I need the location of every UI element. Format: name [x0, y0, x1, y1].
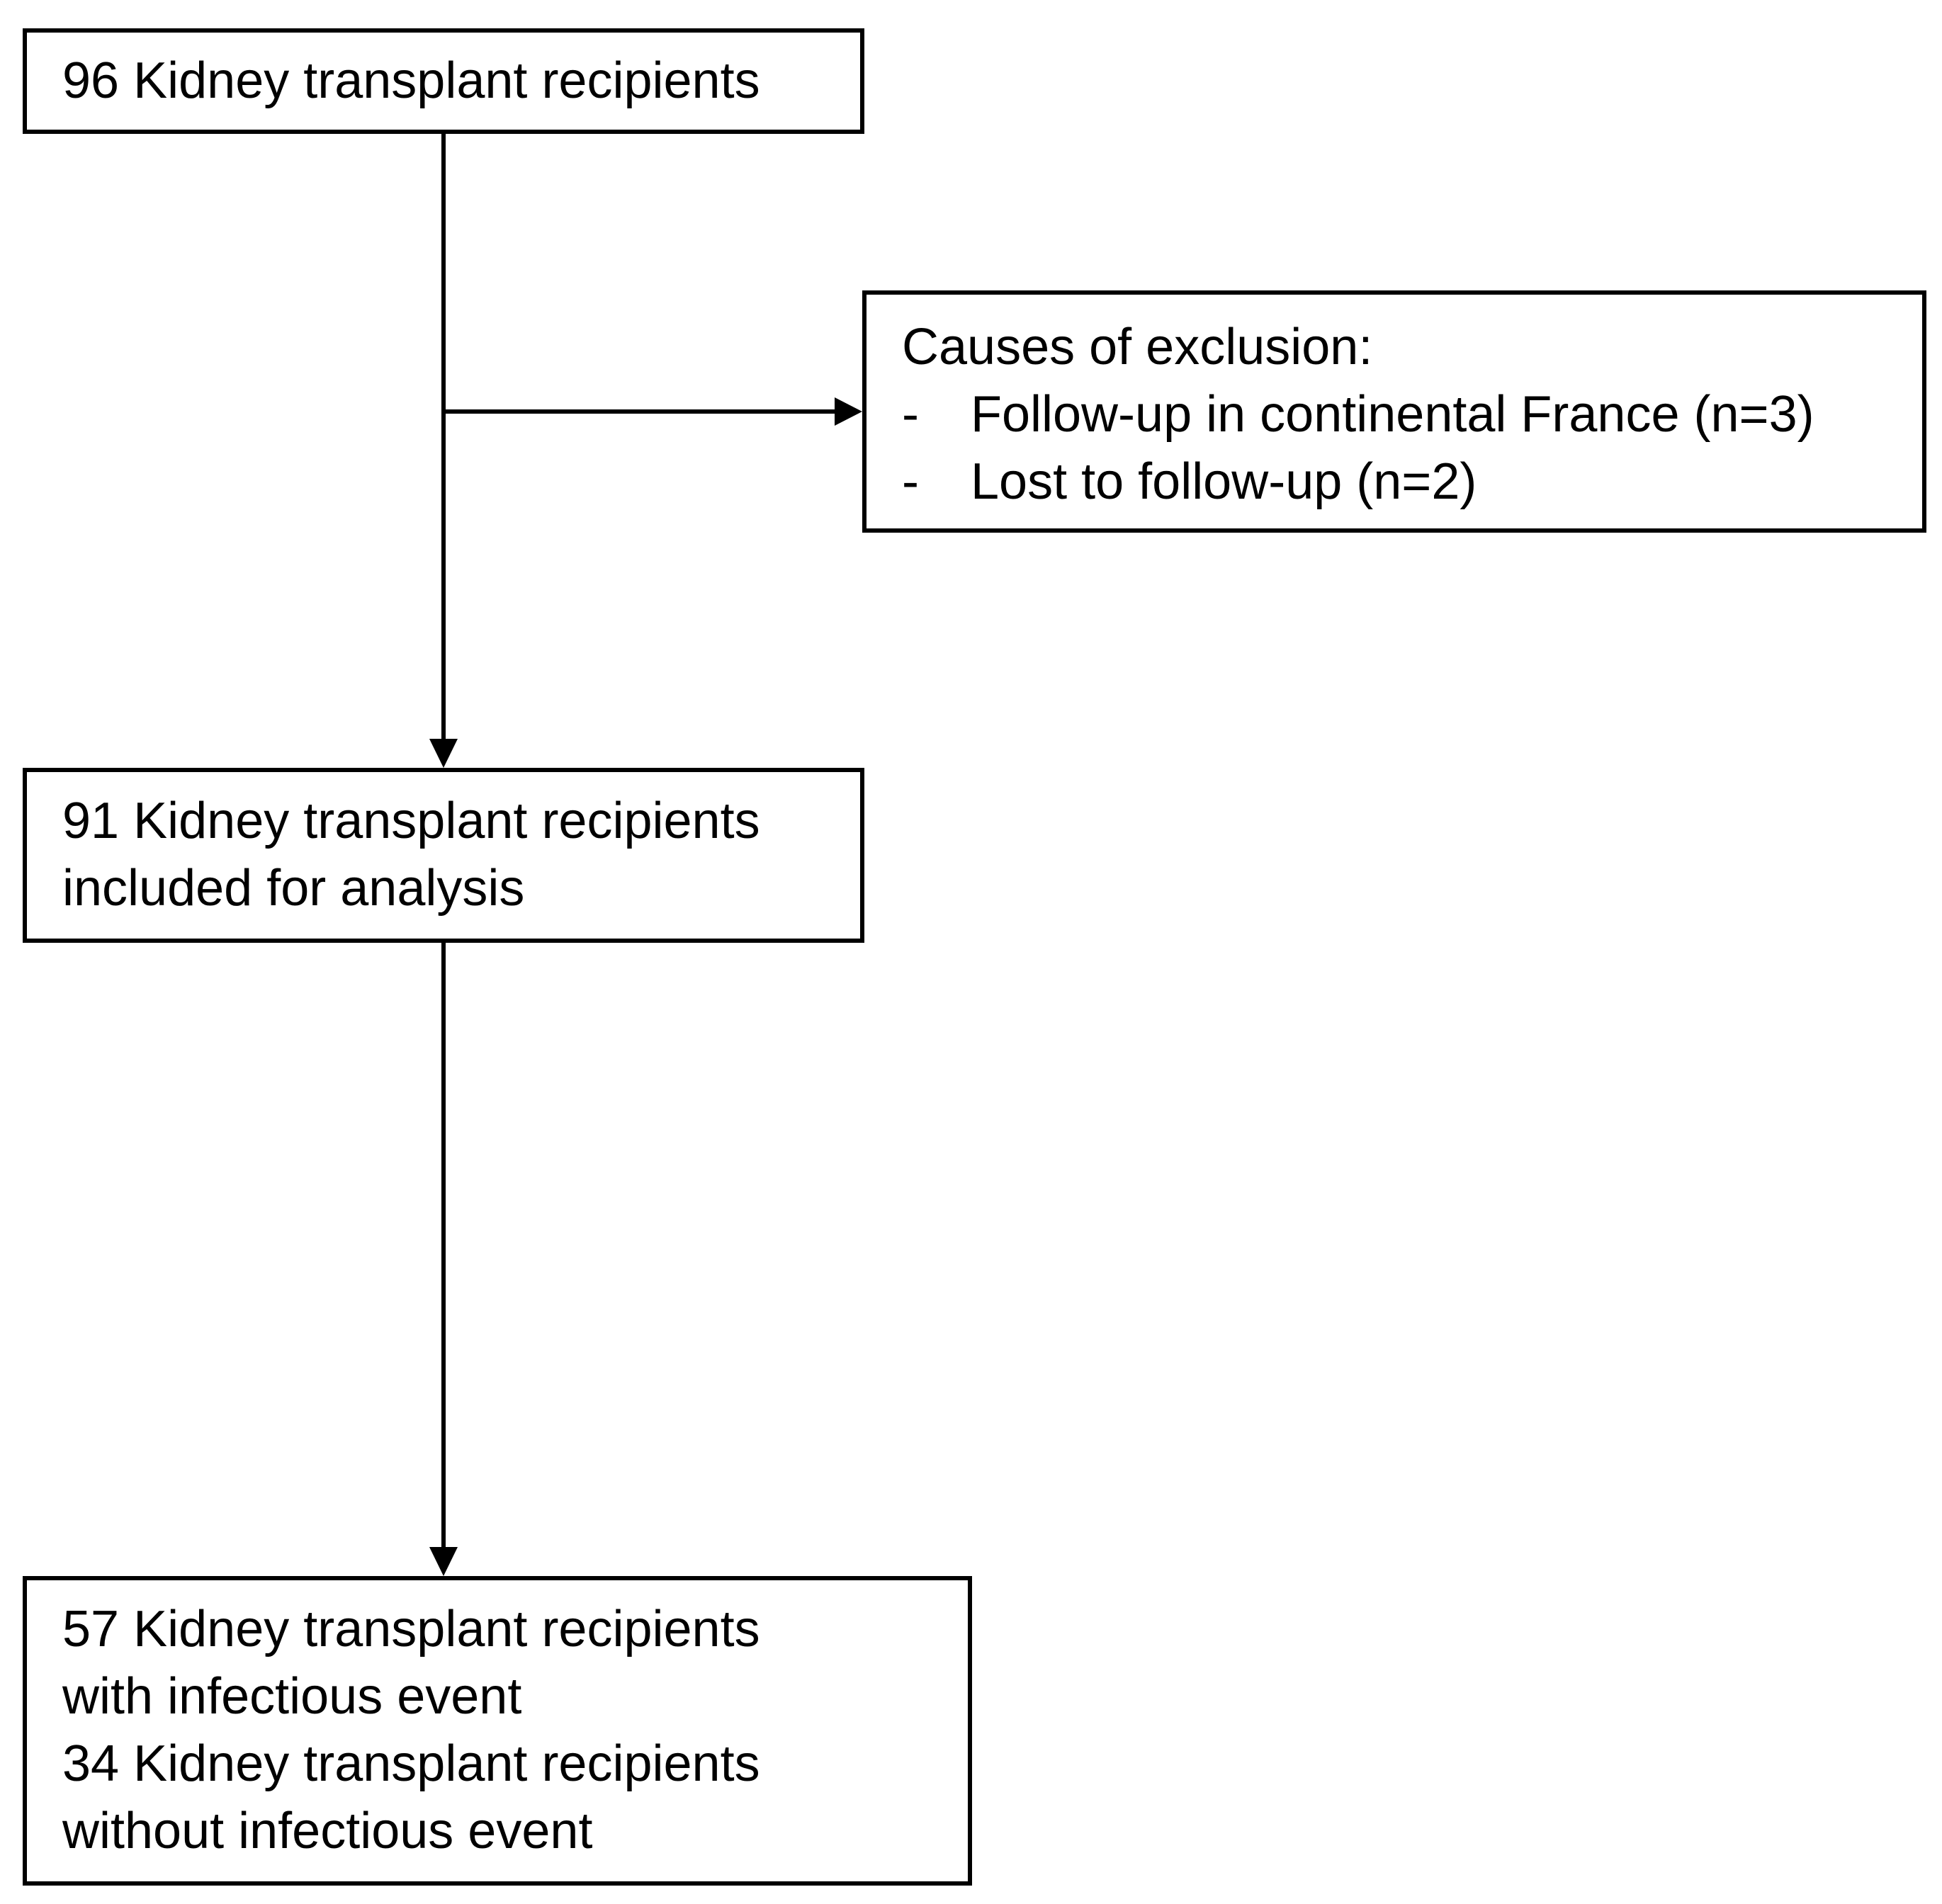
- arrowhead-down-outcome: [429, 1547, 458, 1576]
- exclusion-item-text: Lost to follow-up (n=2): [971, 453, 1477, 510]
- box-outcome-line-1: 57 Kidney transplant recipients: [62, 1601, 760, 1658]
- box-included-line-1: 91 Kidney transplant recipients: [62, 793, 760, 849]
- bullet-dash: -: [902, 453, 919, 510]
- arrowhead-right-exclusion: [835, 397, 862, 426]
- box-outcome-line-2: with infectious event: [62, 1668, 522, 1725]
- box-outcome-line-3: 34 Kidney transplant recipients: [62, 1735, 760, 1792]
- box-total-recipients: 96 Kidney transplant recipients: [23, 28, 864, 134]
- bullet-dash: -: [902, 386, 919, 443]
- exclusion-heading: Causes of exclusion:: [902, 319, 1373, 375]
- box-exclusion-causes: Causes of exclusion: -Follow-up in conti…: [862, 290, 1926, 533]
- box-included-line-2: included for analysis: [62, 860, 525, 917]
- box-outcome-line-4: without infectious event: [62, 1803, 593, 1859]
- arrowhead-down-included: [429, 739, 458, 768]
- exclusion-item-continental-france: -Follow-up in continental France (n=3): [902, 381, 1922, 448]
- box-infection-outcome: 57 Kidney transplant recipients with inf…: [23, 1576, 972, 1886]
- exclusion-item-lost-follow-up: -Lost to follow-up (n=2): [902, 448, 1922, 516]
- box-included-for-analysis: 91 Kidney transplant recipients included…: [23, 768, 864, 943]
- exclusion-item-text: Follow-up in continental France (n=3): [971, 386, 1814, 443]
- box-total-text: 96 Kidney transplant recipients: [62, 52, 760, 109]
